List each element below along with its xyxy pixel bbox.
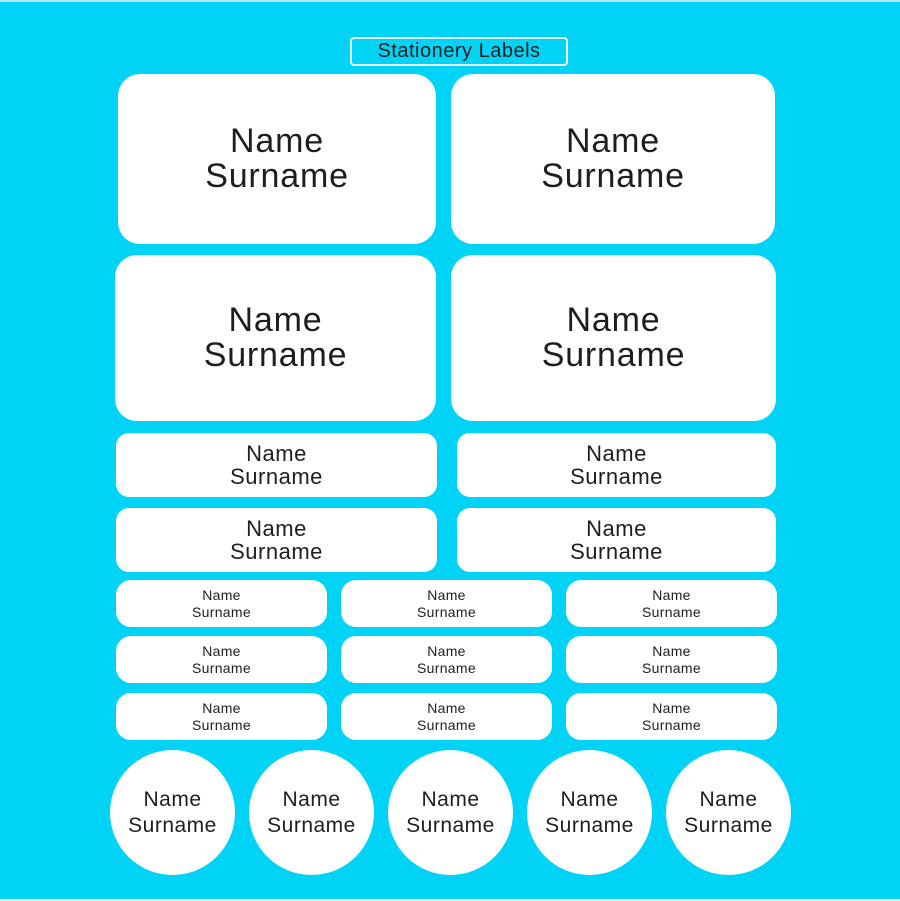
label-last-name: Surname bbox=[642, 716, 701, 733]
label-last-name: Surname bbox=[192, 716, 251, 733]
label-first-name: Name bbox=[652, 642, 691, 659]
label-small: Name Surname bbox=[341, 580, 552, 627]
label-last-name: Surname bbox=[128, 813, 217, 837]
label-last-name: Surname bbox=[406, 813, 495, 837]
label-round: Name Surname bbox=[388, 750, 513, 875]
label-last-name: Surname bbox=[684, 813, 773, 837]
label-round: Name Surname bbox=[249, 750, 374, 875]
label-small: Name Surname bbox=[566, 580, 777, 627]
label-first-name: Name bbox=[560, 787, 619, 811]
label-round: Name Surname bbox=[110, 750, 235, 875]
label-last-name: Surname bbox=[545, 813, 634, 837]
sheet-title: Stationery Labels bbox=[377, 40, 541, 62]
label-first-name: Name bbox=[586, 516, 647, 541]
label-first-name: Name bbox=[421, 787, 480, 811]
label-first-name: Name bbox=[282, 787, 341, 811]
label-round: Name Surname bbox=[666, 750, 791, 875]
label-last-name: Surname bbox=[417, 716, 476, 733]
label-first-name: Name bbox=[246, 441, 307, 466]
label-small: Name Surname bbox=[566, 693, 777, 740]
label-medium: Name Surname bbox=[457, 433, 776, 497]
label-last-name: Surname bbox=[417, 603, 476, 620]
label-first-name: Name bbox=[699, 787, 758, 811]
label-small: Name Surname bbox=[116, 580, 327, 627]
label-first-name: Name bbox=[202, 642, 241, 659]
label-first-name: Name bbox=[228, 301, 323, 339]
label-first-name: Name bbox=[202, 699, 241, 716]
label-last-name: Surname bbox=[570, 464, 663, 489]
label-small: Name Surname bbox=[566, 636, 777, 683]
label-first-name: Name bbox=[427, 642, 466, 659]
label-large: Name Surname bbox=[451, 255, 776, 421]
label-first-name: Name bbox=[230, 122, 324, 160]
label-last-name: Surname bbox=[203, 336, 348, 374]
label-medium: Name Surname bbox=[116, 433, 437, 497]
label-small: Name Surname bbox=[341, 636, 552, 683]
label-medium: Name Surname bbox=[116, 508, 437, 572]
label-last-name: Surname bbox=[230, 539, 323, 564]
label-last-name: Surname bbox=[417, 659, 476, 676]
label-first-name: Name bbox=[202, 586, 241, 603]
label-large: Name Surname bbox=[115, 255, 436, 421]
label-first-name: Name bbox=[246, 516, 307, 541]
label-first-name: Name bbox=[566, 122, 660, 160]
label-first-name: Name bbox=[652, 586, 691, 603]
label-last-name: Surname bbox=[230, 464, 323, 489]
label-first-name: Name bbox=[427, 586, 466, 603]
label-small: Name Surname bbox=[116, 636, 327, 683]
label-first-name: Name bbox=[427, 699, 466, 716]
label-first-name: Name bbox=[566, 301, 661, 339]
label-first-name: Name bbox=[586, 441, 647, 466]
label-small: Name Surname bbox=[341, 693, 552, 740]
label-last-name: Surname bbox=[192, 659, 251, 676]
label-medium: Name Surname bbox=[457, 508, 776, 572]
label-large: Name Surname bbox=[118, 74, 436, 244]
sheet-title-box: Stationery Labels bbox=[350, 37, 568, 66]
label-last-name: Surname bbox=[642, 603, 701, 620]
label-last-name: Surname bbox=[642, 659, 701, 676]
label-last-name: Surname bbox=[541, 336, 686, 374]
label-last-name: Surname bbox=[192, 603, 251, 620]
label-last-name: Surname bbox=[541, 157, 685, 195]
label-last-name: Surname bbox=[267, 813, 356, 837]
label-last-name: Surname bbox=[570, 539, 663, 564]
label-first-name: Name bbox=[143, 787, 202, 811]
label-last-name: Surname bbox=[205, 157, 349, 195]
label-large: Name Surname bbox=[451, 74, 775, 244]
label-first-name: Name bbox=[652, 699, 691, 716]
label-round: Name Surname bbox=[527, 750, 652, 875]
label-small: Name Surname bbox=[116, 693, 327, 740]
